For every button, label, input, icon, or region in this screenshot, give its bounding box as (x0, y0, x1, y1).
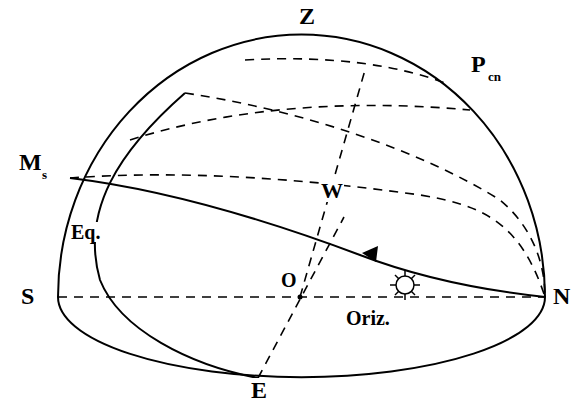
point-label: N (552, 284, 571, 308)
direction-arrow (362, 246, 378, 262)
point-label: O (280, 270, 298, 290)
east-west-line (258, 217, 344, 378)
point-label: M (18, 150, 43, 174)
subscript-label: s (41, 168, 48, 181)
dome-outline (58, 35, 545, 297)
parallel-back (70, 175, 545, 297)
horizon-front (58, 297, 545, 377)
region-label: Oriz. (345, 308, 391, 328)
center-point (298, 295, 303, 300)
point-label: W (320, 180, 344, 202)
sun-symbol (390, 270, 420, 300)
subscript-label: cn (487, 70, 502, 83)
parallel-back (130, 105, 470, 140)
axis-line (300, 70, 365, 297)
point-label: E (250, 378, 268, 402)
region-label: Eq. (70, 222, 101, 242)
parallel-back (245, 59, 450, 85)
sun-path (70, 178, 545, 297)
point-label: P (470, 52, 487, 76)
equator-front (95, 93, 258, 378)
point-label: Z (298, 4, 316, 28)
equator-back (185, 93, 545, 297)
point-label: S (20, 284, 35, 308)
